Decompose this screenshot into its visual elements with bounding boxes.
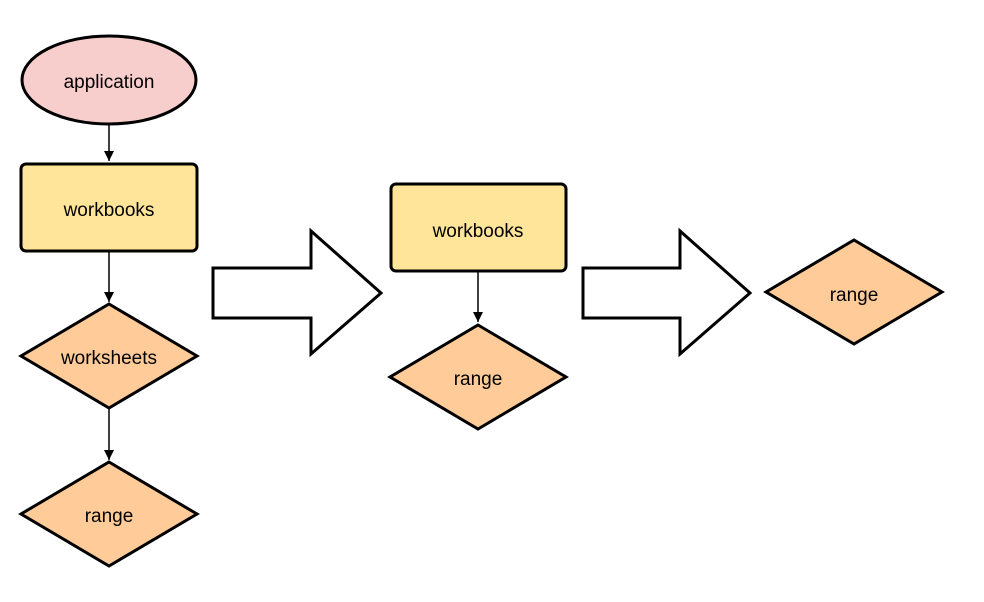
stage2-group: workbooks range (387, 182, 569, 431)
stage3-group: range (763, 238, 945, 346)
stage1-group: application workbooks worksheets range (18, 34, 200, 568)
worksheets-label: worksheets (60, 348, 157, 369)
workbooks-label: workbooks (63, 200, 155, 221)
transition-arrow-1 (211, 227, 384, 358)
range-node[interactable] (387, 323, 569, 431)
workbooks-label: workbooks (432, 221, 524, 242)
range-label: range (454, 369, 503, 390)
range-label: range (85, 506, 134, 527)
transition-arrow-2 (581, 227, 753, 358)
range-label: range (830, 285, 879, 306)
application-label: application (64, 72, 155, 93)
range-node[interactable] (763, 238, 945, 346)
range-node[interactable] (18, 460, 200, 568)
